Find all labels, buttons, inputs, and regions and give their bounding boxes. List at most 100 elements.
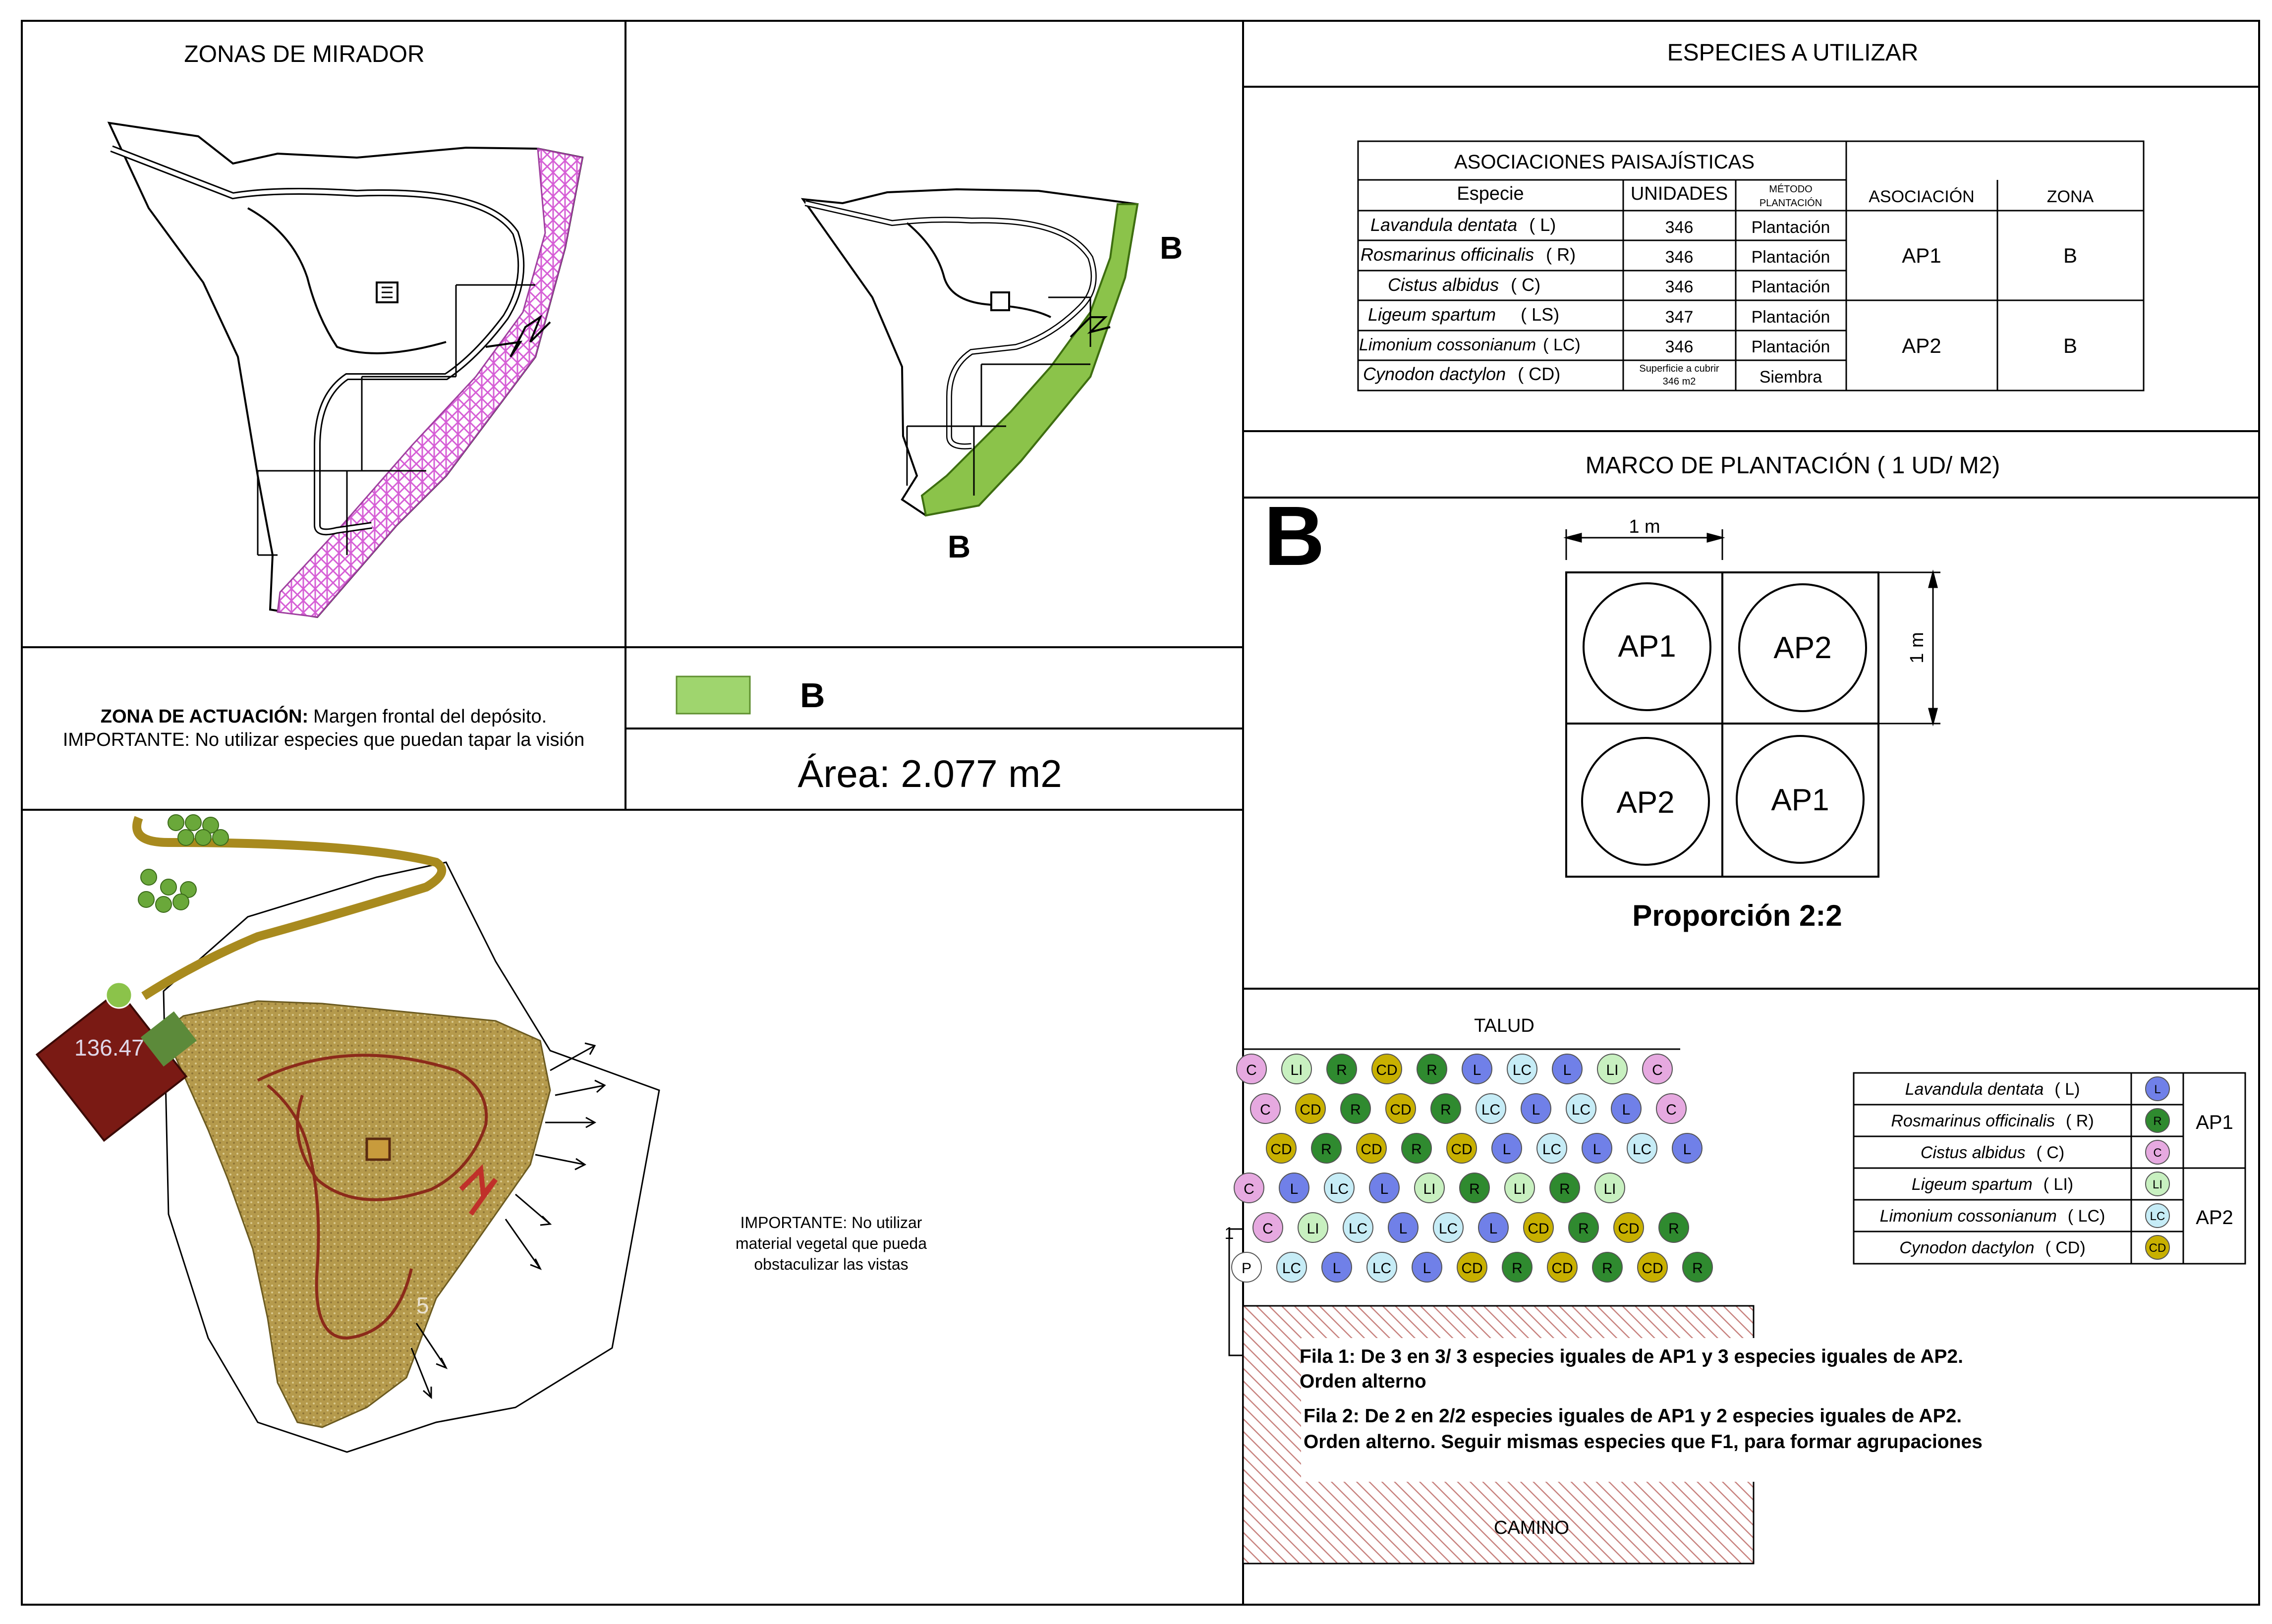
plant-circle xyxy=(1568,1212,1599,1243)
legend-swatch-label: CD xyxy=(2149,1241,2166,1255)
plant-circle xyxy=(1356,1133,1387,1164)
legend-species-name: Rosmarinus officinalis( R) xyxy=(1891,1112,2094,1130)
plant-circle xyxy=(1417,1054,1447,1084)
legend-swatch-label: C xyxy=(2153,1146,2161,1160)
plant-circle-label: L xyxy=(1399,1221,1408,1237)
plant-circle xyxy=(1252,1212,1283,1243)
plant-circle-label: CD xyxy=(1618,1221,1639,1237)
plant-circle xyxy=(1566,1093,1596,1124)
fila2-line2: Orden alterno. Seguir mismas especies qu… xyxy=(1304,1431,1983,1453)
marco-dim-h-label: 1 m xyxy=(1629,516,1660,537)
plant-circle-label: L xyxy=(1563,1062,1572,1078)
legend-swatch-label: L xyxy=(2154,1083,2160,1096)
table-rows: Lavandula dentata( L) 346 Plantación Ros… xyxy=(1359,215,1830,387)
plant-circle xyxy=(1371,1054,1402,1084)
plant-circle-label: R xyxy=(1559,1181,1570,1197)
plant-circle-label: LC xyxy=(1542,1141,1561,1158)
plant-circle xyxy=(1412,1252,1442,1283)
row-5-unidades: 346 xyxy=(1665,337,1694,356)
viewpoint-structure xyxy=(485,314,551,358)
plant-circle-label: C xyxy=(1666,1102,1677,1118)
plant-circle xyxy=(1592,1252,1623,1283)
plant-circle-label: L xyxy=(1489,1221,1498,1237)
marco-dim-v-label: 1 m xyxy=(1907,632,1928,663)
importante-visibility-note: IMPORTANTE: No utilizar especies que pue… xyxy=(63,729,585,750)
plant-circle xyxy=(1298,1212,1328,1243)
tree-cluster-top xyxy=(138,814,229,913)
plant-circle-label: L xyxy=(1380,1181,1389,1197)
viewpoint-zone-hatch xyxy=(277,148,583,618)
plant-circle-label: CD xyxy=(1642,1260,1663,1277)
legend-group-ap1: AP1 xyxy=(2196,1112,2233,1133)
plant-circle xyxy=(1594,1173,1625,1203)
area-value: Área: 2.077 m2 xyxy=(797,752,1062,795)
plant-circle-label: L xyxy=(1532,1102,1540,1118)
mirador-site-map xyxy=(107,121,584,618)
row-6-unidades-2: 346 m2 xyxy=(1663,376,1696,387)
talud-label: TALUD xyxy=(1474,1015,1534,1036)
legend-swatch xyxy=(2145,1203,2170,1228)
row-6-especie: Cynodon dactylon( CD) xyxy=(1363,364,1560,384)
fila1-line1: Fila 1: De 3 en 3/ 3 especies iguales de… xyxy=(1300,1346,1963,1367)
plant-circle-label: LI xyxy=(1306,1221,1319,1237)
plant-circle xyxy=(1276,1252,1307,1283)
plant-circle xyxy=(1462,1054,1492,1084)
row-3-unidades: 346 xyxy=(1665,278,1694,296)
zone-b-label-bottom: B xyxy=(948,529,970,564)
zone-b-legend-swatch xyxy=(676,675,751,715)
zone-b-tank-icon xyxy=(990,291,1010,311)
sand-area xyxy=(163,1000,551,1428)
plant-circle-label: R xyxy=(1321,1141,1332,1158)
plant-circle xyxy=(1502,1252,1533,1283)
viewpoint-structure-red xyxy=(459,1164,498,1216)
col-asociacion: ASOCIACIÓN xyxy=(1869,187,1974,206)
plant-circle-label: R xyxy=(1336,1062,1347,1078)
plant-circle xyxy=(1523,1212,1554,1243)
plant-circle-label: R xyxy=(1692,1260,1703,1277)
zone-b-label-top: B xyxy=(1160,230,1183,266)
marco-grid xyxy=(1565,571,1879,878)
row-5-especie: Limonium cossonianum( LC) xyxy=(1359,336,1581,354)
plant-circle xyxy=(1366,1252,1397,1283)
col-unidades: UNIDADES xyxy=(1631,183,1728,204)
plant-circle xyxy=(1266,1133,1297,1164)
legend-swatch xyxy=(2145,1108,2170,1133)
plant-circle-label: LC xyxy=(1513,1062,1532,1078)
access-road-inner xyxy=(111,147,523,534)
row-6-metodo: Siembra xyxy=(1760,368,1822,387)
plant-circle xyxy=(1433,1212,1464,1243)
plant-circle-label: CD xyxy=(1376,1062,1397,1078)
marco-title: MARCO DE PLANTACIÓN ( 1 UD/ M2) xyxy=(1586,452,2000,479)
group-1-asociacion: AP1 xyxy=(1902,244,1941,267)
plant-circle xyxy=(1446,1133,1477,1164)
plant-circle-label: L xyxy=(1423,1260,1431,1277)
loop-road xyxy=(247,207,447,354)
especies-title: ESPECIES A UTILIZAR xyxy=(1667,40,1919,66)
zone-b-legend-label: B xyxy=(800,676,825,715)
row-2-unidades: 346 xyxy=(1665,248,1694,267)
plant-circle-label: CD xyxy=(1551,1260,1573,1277)
plant-circle-label: R xyxy=(1512,1260,1523,1277)
plant-circle xyxy=(1611,1093,1642,1124)
legend-swatch xyxy=(2145,1140,2170,1165)
legend-species-name: Cistus albidus( C) xyxy=(1921,1143,2064,1162)
plant-circle xyxy=(1311,1133,1342,1164)
plant-circle-label: LI xyxy=(1513,1181,1526,1197)
fila-notes: Fila 1: De 3 en 3/ 3 especies iguales de… xyxy=(1300,1346,1983,1453)
col-especie: Especie xyxy=(1457,183,1524,204)
plant-circle-label: L xyxy=(1593,1141,1601,1158)
plant-circle-label: LC xyxy=(1481,1102,1500,1118)
species-legend xyxy=(1853,1072,2246,1265)
plant-circle-label: C xyxy=(1652,1062,1663,1078)
plant-circle-label: R xyxy=(1440,1102,1451,1118)
plant-circle-label: R xyxy=(1411,1141,1422,1158)
site-plan-elevation-1: 136.47 xyxy=(74,1035,144,1061)
row-1-metodo: Plantación xyxy=(1752,218,1830,237)
site-plan-tank xyxy=(365,1137,391,1161)
legend-species-name: Ligeum spartum( LI) xyxy=(1912,1175,2073,1194)
plant-circle-label: LC xyxy=(1572,1102,1590,1118)
tank-icon xyxy=(376,281,398,303)
plant-circle-label: LC xyxy=(1349,1221,1367,1237)
legend-swatch xyxy=(2145,1076,2170,1101)
plant-circle xyxy=(1672,1133,1703,1164)
